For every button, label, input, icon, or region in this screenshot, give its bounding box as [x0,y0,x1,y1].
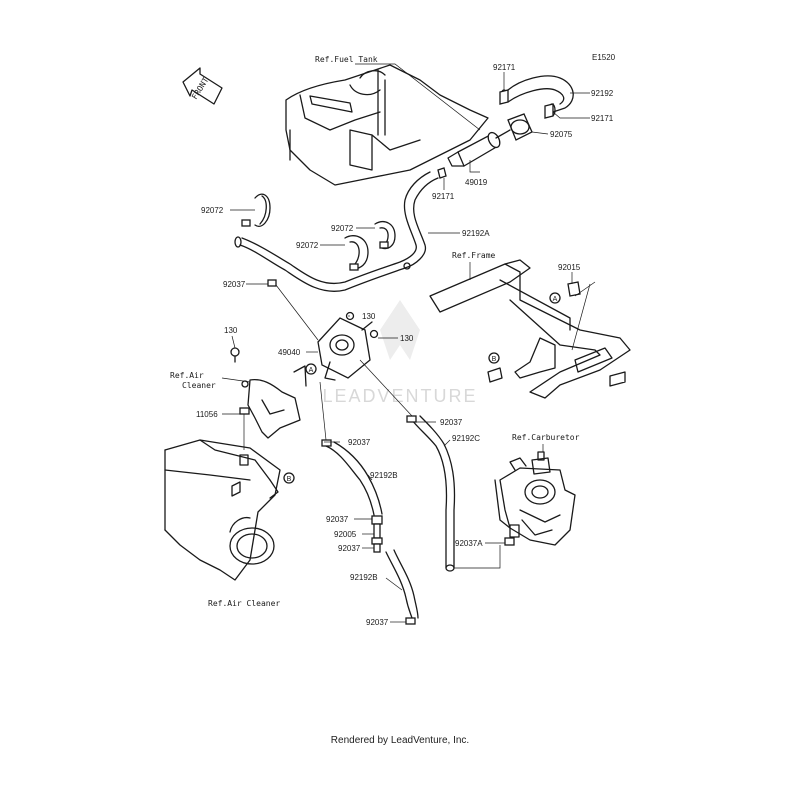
footer-credit: Rendered by LeadVenture, Inc. [331,735,469,746]
hose-92192A [234,171,439,292]
marker-b-frame: B [488,352,500,364]
label-92192: 92192 [591,89,614,98]
band-92072-a [241,193,271,227]
bracket-11056 [239,365,307,450]
label-92037-d: 92037 [326,515,349,524]
label-92072-b: 92072 [331,224,354,233]
marker-a-frame: A [549,292,561,304]
fuel-pump [317,311,379,381]
hose-92192B-upper [321,439,383,516]
label-92171-mid: 92171 [432,192,455,201]
marker-b-air-cleaner: B [283,472,295,484]
label-92037-f: 92037 [366,618,389,627]
air-cleaner-box [164,439,281,581]
hose-to-pump-line [275,284,319,341]
fuel-tank-outline [285,64,489,186]
ref-air-cleaner-line1: Ref.Air [170,371,204,380]
label-92171-right: 92171 [591,114,614,123]
svg-text:B: B [492,356,497,363]
band-92072-c [374,221,396,250]
label-leaders [221,72,590,623]
label-130-b: 130 [400,334,414,343]
label-49019: 49019 [465,178,488,187]
filter-clamp [507,113,533,141]
carburetor [494,451,576,546]
label-92037A: 92037A [455,539,483,548]
svg-text:A: A [309,367,314,374]
ref-frame: Ref.Frame [452,251,496,260]
label-130-a: 130 [362,312,376,321]
label-92005: 92005 [334,530,357,539]
label-92037-a: 92037 [223,280,246,289]
clamp-92037A [504,537,515,546]
label-92037-e: 92037 [338,544,361,553]
hose-92192C [406,415,456,572]
watermark-text: LEADVENTURE [322,386,477,406]
label-92171-top: 92171 [493,63,516,72]
frame-outline [429,259,631,399]
label-92192C: 92192C [452,434,480,443]
label-92037-c: 92037 [348,438,371,447]
watermark-logo [380,300,420,360]
clamp-92037-a [267,279,277,287]
ref-fuel-tank: Ref.Fuel Tank [315,55,378,64]
label-49040: 49040 [278,348,301,357]
bolt-92015 [567,281,581,297]
label-92192B-a: 92192B [370,471,398,480]
label-92015: 92015 [558,263,581,272]
hose-to-carb-line [454,545,501,569]
hose-92192 [500,75,574,117]
label-92192B-b: 92192B [350,573,378,582]
band-92072-b [344,235,369,271]
diagram-code: E1520 [592,53,616,62]
hose-clamp-icon [437,89,554,179]
front-arrow-icon: FRONT [182,67,223,105]
hose-92192B-lower [385,549,419,625]
ref-carburetor: Ref.Carburetor [512,433,580,442]
pump-to-hose-c-line [359,359,413,417]
front-label: FRONT [190,76,210,101]
pump-to-hose-b-line [319,381,327,441]
label-92075: 92075 [550,130,573,139]
part-labels: 92171 92192 92171 92075 49019 92171 9207… [196,63,614,627]
ref-air-cleaner-line2: Cleaner [182,381,216,390]
marker-a-bracket: A [305,363,317,375]
label-92072-c: 92072 [296,241,319,250]
bolt-130-a [230,347,240,363]
label-130-c: 130 [224,326,238,335]
bolt-92015-leader [571,281,596,351]
svg-text:B: B [287,476,292,483]
svg-text:A: A [553,296,558,303]
fuel-filter [447,129,511,167]
label-92037-b: 92037 [440,418,463,427]
ref-air-cleaner-bottom: Ref.Air Cleaner [208,599,280,608]
label-11056: 11056 [196,410,218,419]
label-92072-a: 92072 [201,206,224,215]
label-92192A: 92192A [462,229,490,238]
fuel-tank-leader [355,63,481,131]
